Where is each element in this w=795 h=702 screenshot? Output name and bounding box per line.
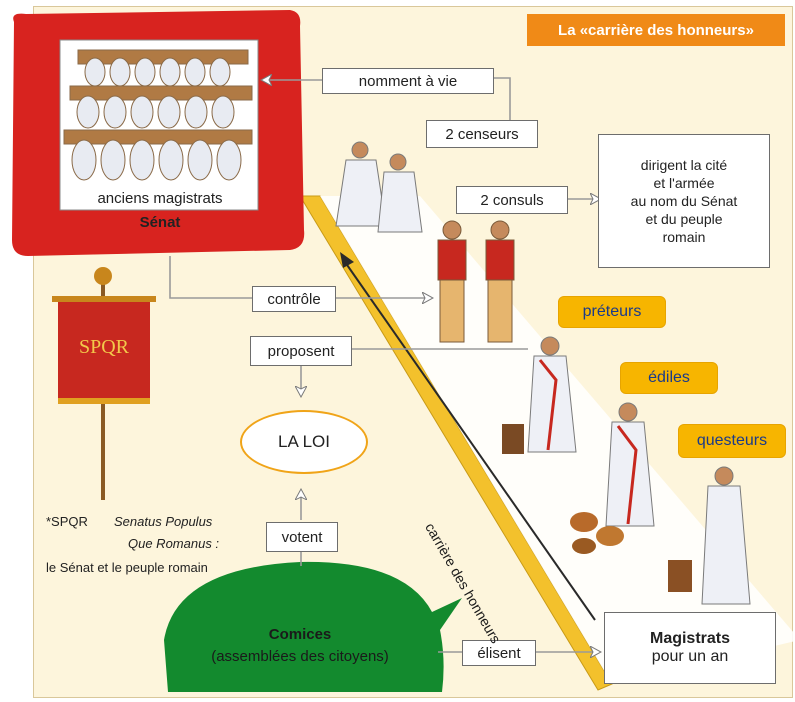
career-arrow-head (340, 252, 354, 268)
magistrats-box: Magistrats pour un an (604, 612, 776, 684)
nomment-box: nomment à vie (322, 68, 494, 94)
proposent-box: proposent (250, 336, 352, 366)
senators-illustration (63, 49, 253, 181)
nomment-connector (492, 77, 511, 135)
magistrate-figures (527, 336, 751, 605)
banner-eagle (94, 267, 112, 285)
objects-illustration (502, 424, 692, 592)
controle-box: contrôle (252, 286, 336, 312)
dirigent-line-4: et du peuple (645, 211, 723, 227)
dirigent-line-3: au nom du Sénat (630, 193, 738, 209)
dirigent-line-2: et l'armée (653, 175, 715, 191)
censeurs-box: 2 censeurs (426, 120, 538, 148)
questeurs-label: questeurs (678, 424, 786, 458)
loi-ellipse: LA LOI (240, 410, 368, 474)
dirigent-box: dirigent la cité et l'armée au nom du Sé… (598, 134, 770, 268)
banner-fringe (58, 398, 150, 404)
spqr-note-line1b: Senatus Populus (114, 514, 213, 529)
comices-line2: (assemblées des citoyens) (211, 648, 389, 665)
consul-figures (437, 220, 515, 343)
comices-line1: Comices (268, 626, 332, 643)
elisent-box: élisent (462, 640, 536, 666)
career-arrow-line (344, 261, 596, 621)
comices-green-shape (164, 561, 462, 692)
magistrats-line2: pour un an (651, 648, 729, 665)
spqr-note-line1a: *SPQR (46, 514, 88, 529)
censor-figures (335, 141, 423, 233)
banner-cloth (58, 302, 150, 398)
consuls-box: 2 consuls (456, 186, 568, 214)
votent-box: votent (266, 522, 338, 552)
dirigent-line-1: dirigent la cité (640, 157, 728, 173)
preteurs-label: préteurs (558, 296, 666, 328)
controle-connector (169, 256, 252, 299)
ediles-label: édiles (620, 362, 718, 394)
diagram-title: La «carrière des honneurs» (527, 14, 785, 46)
spqr-note-line3: le Sénat et le peuple romain (46, 560, 208, 575)
magistrats-line1: Magistrats (649, 630, 731, 647)
senate-label-line1: anciens magistrats (97, 190, 223, 207)
senate-label-line2: Sénat (139, 214, 181, 231)
spqr-banner-text: SPQR (78, 336, 130, 358)
banner-crossbar (52, 296, 156, 302)
spqr-note-line2: Que Romanus : (128, 536, 220, 551)
dirigent-line-5: romain (662, 229, 706, 245)
